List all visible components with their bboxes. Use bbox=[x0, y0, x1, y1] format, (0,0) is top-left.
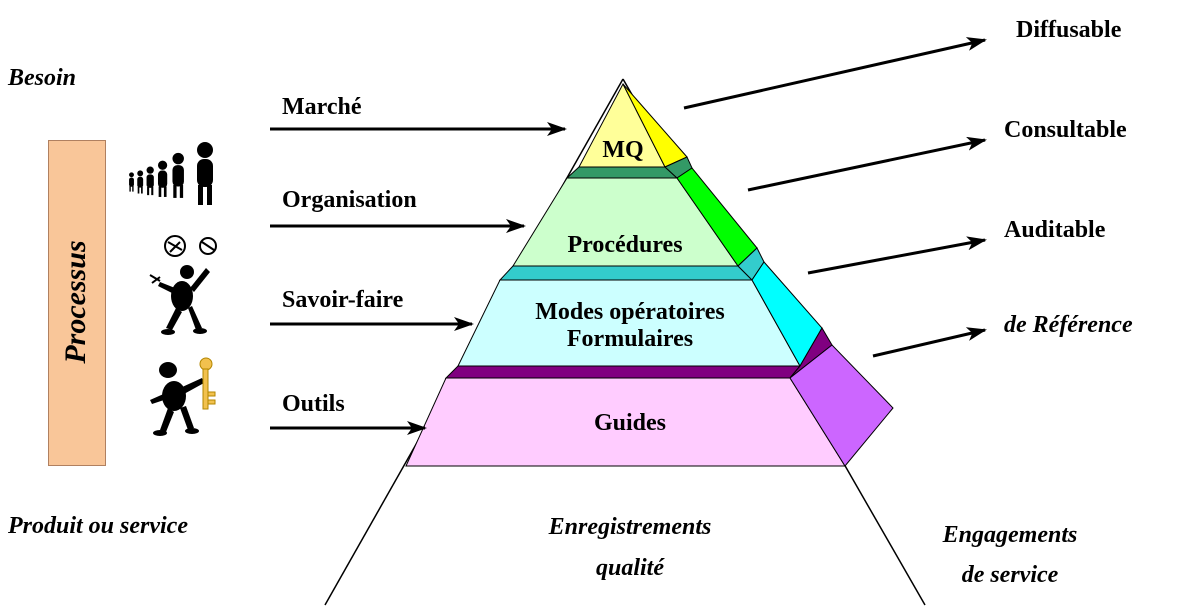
output-arrow-reference bbox=[872, 327, 987, 358]
pyramid-ledge-1 bbox=[565, 166, 679, 179]
output-arrow-auditable bbox=[807, 236, 987, 275]
commitment-label-line2: de service bbox=[961, 562, 1059, 588]
result-label: Produit ou service bbox=[8, 513, 188, 539]
pyramid-ledge-3 bbox=[444, 365, 802, 379]
commitment-label-line1: Engagements bbox=[942, 522, 1078, 548]
output-arrow-diffusable bbox=[683, 37, 987, 110]
output-label-consultable: Consultable bbox=[1004, 117, 1127, 143]
output-label-diffusable: Diffusable bbox=[1016, 17, 1122, 43]
records-label-line2: qualité bbox=[595, 555, 664, 581]
input-label-organisation: Organisation bbox=[282, 187, 417, 213]
output-label-reference: de Référence bbox=[1004, 312, 1133, 338]
key-holder-icon bbox=[150, 357, 216, 436]
people-queue-icon bbox=[129, 142, 213, 205]
input-label-marche: Marché bbox=[282, 94, 362, 120]
output-arrow-consultable bbox=[747, 136, 987, 192]
output-label-auditable: Auditable bbox=[1004, 217, 1106, 243]
level-label-mq: MQ bbox=[602, 137, 644, 163]
process-box bbox=[48, 140, 106, 466]
input-label-outils: Outils bbox=[282, 391, 345, 417]
level-label-modes-line2: Formulaires bbox=[566, 326, 694, 352]
pyramid-side-guides bbox=[789, 344, 894, 467]
juggler-icon bbox=[149, 235, 217, 335]
records-label-line1: Enregistrements bbox=[548, 514, 712, 540]
level-label-procedures: Procédures bbox=[567, 232, 683, 258]
level-label-modes-line1: Modes opératoires bbox=[535, 299, 725, 325]
need-label: Besoin bbox=[8, 65, 77, 91]
level-label-guides: Guides bbox=[593, 410, 667, 436]
pyramid-ledge-2 bbox=[498, 265, 754, 281]
input-label-savoir-faire: Savoir-faire bbox=[282, 287, 404, 313]
